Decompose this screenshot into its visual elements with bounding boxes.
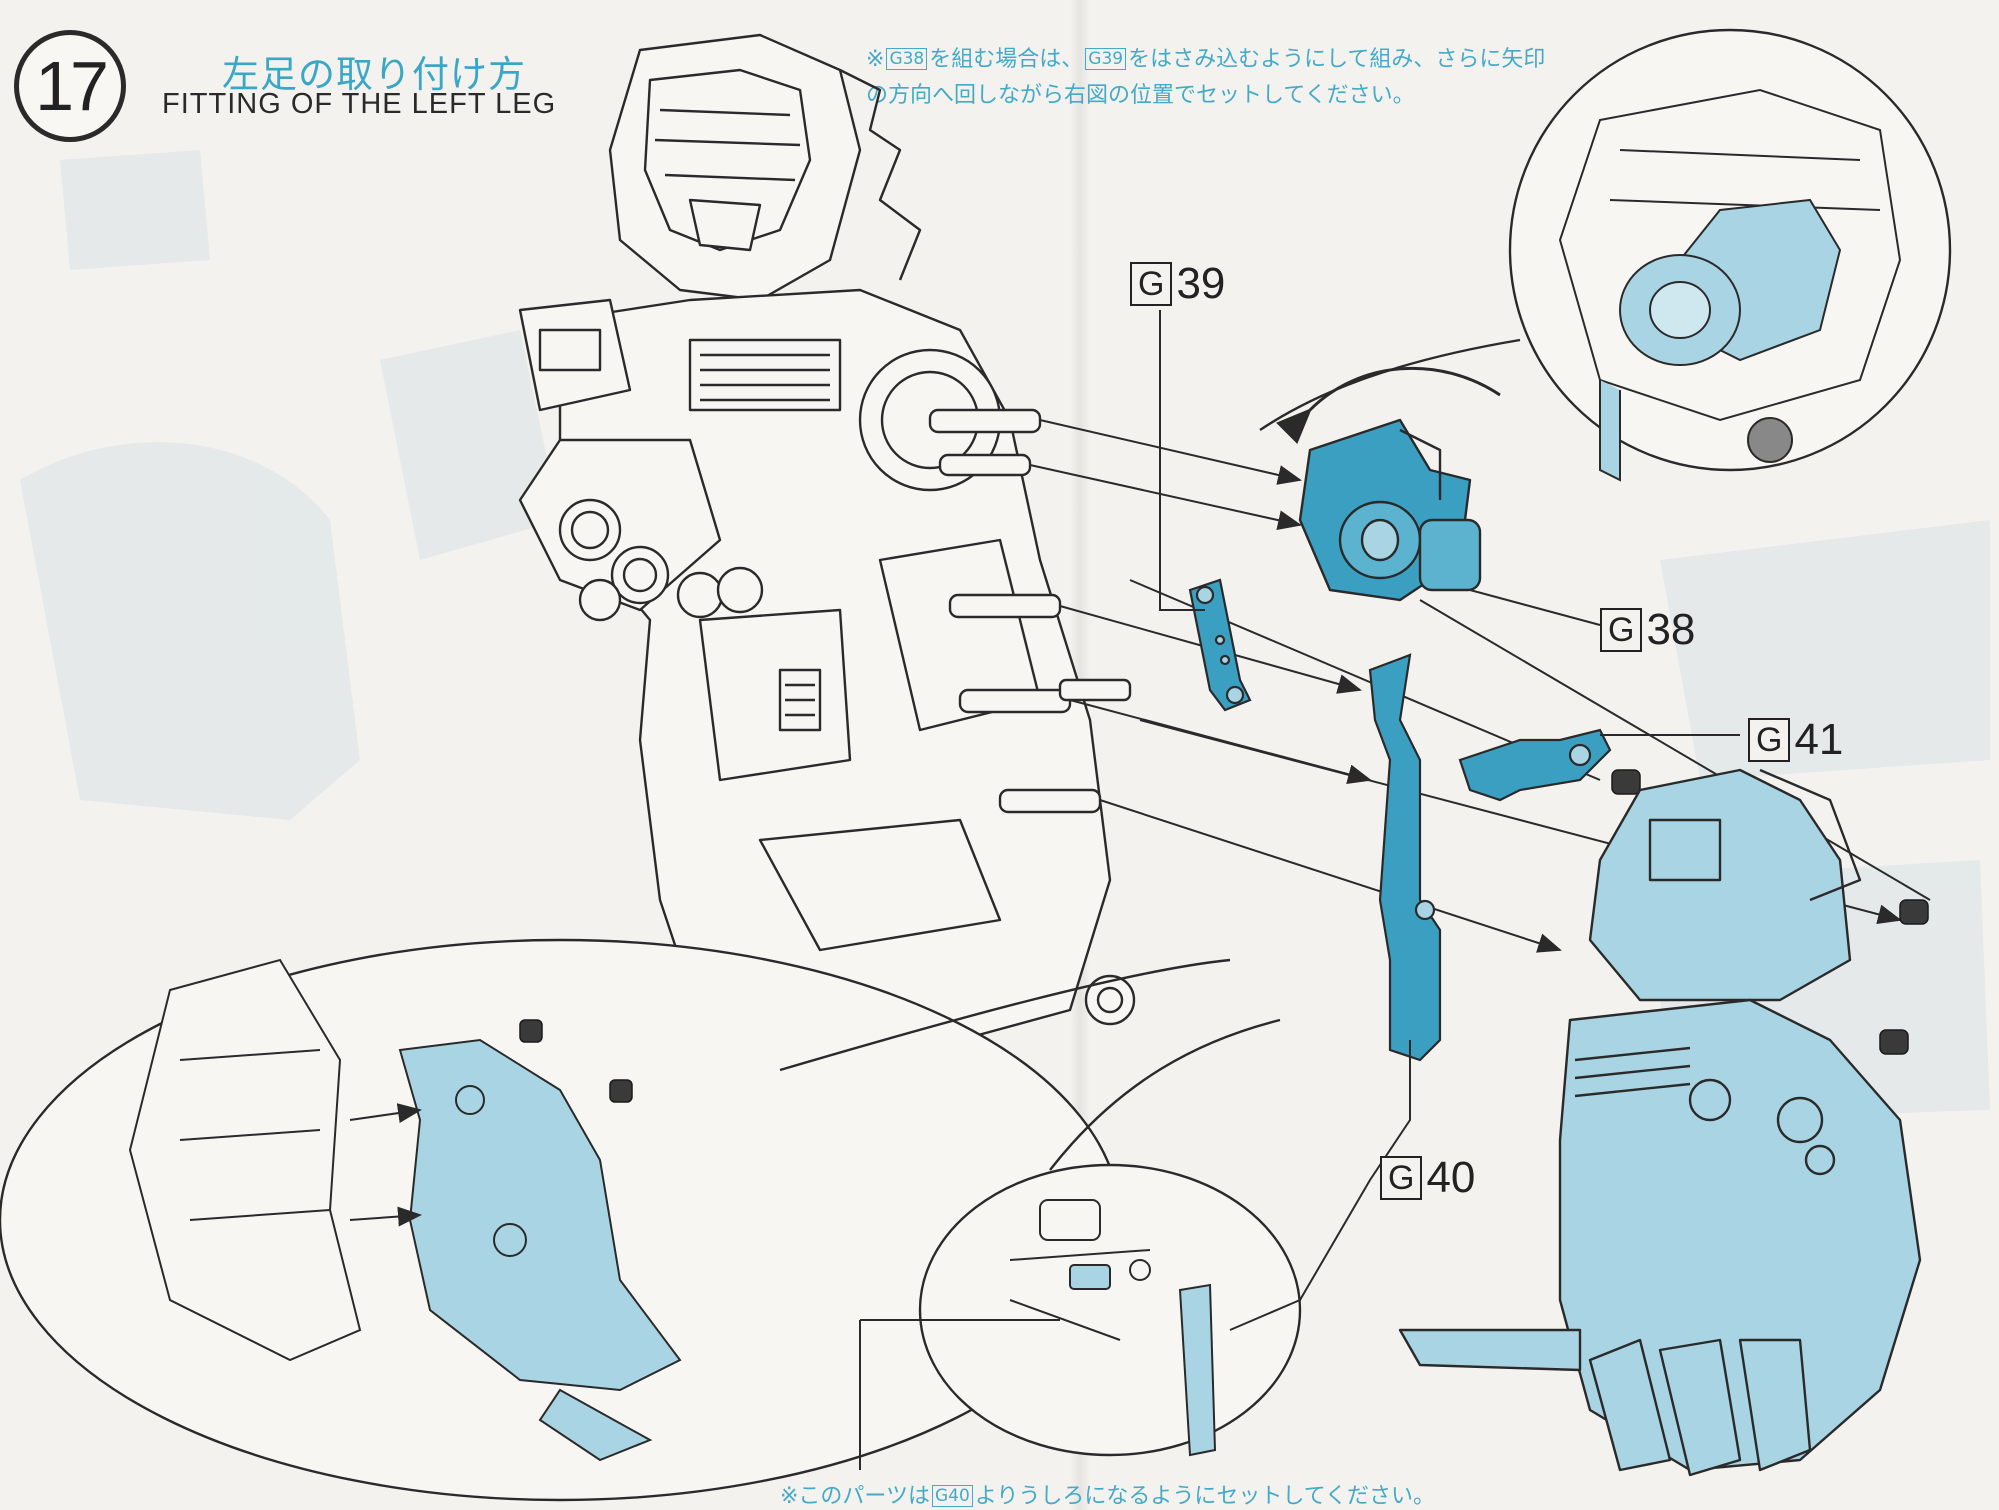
inset-detail-bottom-center	[918, 1018, 1302, 1457]
note-bottom-text: よりうしろになるようにセットしてください。	[974, 1484, 1436, 1509]
note-bottom-prefix: ※このパーツは	[780, 1484, 930, 1509]
part-g40	[1368, 653, 1442, 1062]
inset-detail-bottom-left	[0, 938, 1231, 1502]
mechagodzilla-body	[518, 33, 1136, 1102]
part-label-g39-number: 39	[1176, 259, 1226, 308]
part-label-g39: G 39	[1130, 262, 1225, 306]
part-label-g40-number: 40	[1426, 1153, 1476, 1202]
note-top-ref-g39: G39	[1085, 48, 1127, 70]
step-title-english: FITTING OF THE LEFT LEG	[162, 88, 557, 120]
part-label-g40-letter: G	[1380, 1156, 1423, 1200]
part-label-g40: G 40	[1380, 1156, 1475, 1200]
rotation-arrow	[1276, 366, 1501, 444]
part-g38	[1298, 418, 1482, 602]
part-label-g38-letter: G	[1600, 608, 1643, 652]
part-label-g38-number: 38	[1646, 605, 1696, 654]
inset-detail-top-right	[1259, 28, 1952, 482]
leader-lines	[859, 310, 1740, 1470]
note-top-ref-g38: G38	[886, 48, 928, 70]
part-label-g41: G 41	[1748, 718, 1843, 762]
note-top-text-2: をはさみ込むようにして組み、さらに矢印の方向へ回しながら右図の位置でセットしてく…	[866, 47, 1546, 108]
note-bottom-ref-g40: G40	[932, 1485, 973, 1507]
part-label-g41-number: 41	[1794, 715, 1844, 764]
part-label-g38: G 38	[1600, 608, 1695, 652]
part-g39	[1188, 578, 1252, 712]
left-leg-assembly	[1398, 768, 1922, 1477]
part-g41	[1458, 728, 1612, 802]
part-label-g41-letter: G	[1748, 718, 1791, 762]
note-top-prefix: ※	[866, 47, 885, 72]
part-label-g39-letter: G	[1130, 262, 1173, 306]
note-top-text-1: を組む場合は、	[929, 47, 1084, 72]
step-number-badge: 17	[14, 30, 126, 142]
step-title-japanese: 左足の取り付け方	[222, 53, 526, 96]
screws	[1611, 769, 1929, 1055]
